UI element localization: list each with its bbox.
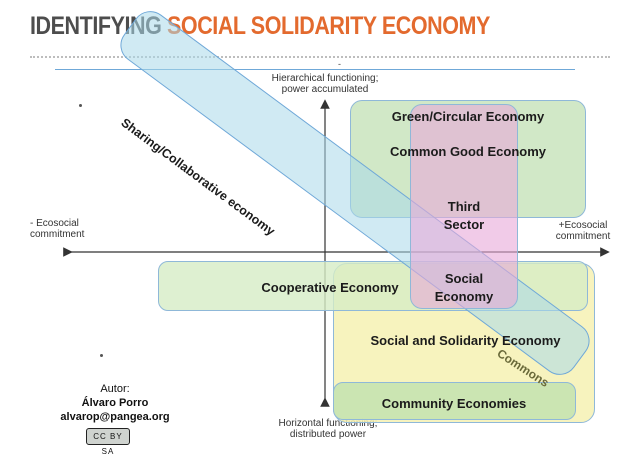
sse-label: Social and Solidarity Economy (370, 333, 561, 348)
social-line-1: Social (444, 271, 484, 286)
author-email: alvarop@pangea.org (60, 411, 170, 423)
third-sector-label: Third Sector (424, 198, 504, 234)
axis-right-line-2: commitment (555, 231, 611, 242)
title-part-2: SOCIAL SOLIDARITY ECONOMY (166, 12, 490, 40)
axis-left-label: - Ecosocial commitment (30, 218, 120, 240)
axis-left-line-1: - Ecosocial (30, 218, 79, 229)
axis-left-line-2: commitment (30, 229, 85, 240)
top-tick: - (338, 59, 341, 69)
axis-top-label: Hierarchical functioning; power accumula… (255, 73, 395, 95)
common-good-label: Common Good Economy (390, 144, 546, 159)
cooperative-label: Cooperative Economy (261, 280, 399, 295)
speck (100, 354, 103, 357)
social-line-2: Economy (434, 289, 494, 304)
third-sector-region (410, 104, 518, 309)
axis-right-line-1: +Ecosocial (558, 220, 608, 231)
community-region (333, 382, 576, 420)
page-title: IDENTIFYING SOCIAL SOLIDARITY ECONOMY (30, 12, 490, 41)
third-sector-line-2: Sector (443, 217, 485, 232)
author-name: Álvaro Porro (81, 397, 149, 409)
axis-bottom-line-1: Horizontal functioning; (278, 418, 378, 429)
social-economy-label: Social Economy (422, 270, 506, 306)
green-economy-label: Green/Circular Economy (391, 109, 545, 124)
axis-top-line-2: power accumulated (281, 84, 369, 95)
community-label: Community Economies (381, 396, 527, 411)
axis-top-line-1: Hierarchical functioning; (271, 73, 379, 84)
blue-rule (55, 69, 575, 70)
dotted-divider (30, 56, 610, 58)
third-sector-line-1: Third (447, 199, 481, 214)
license-badge: CC BY SA (86, 428, 130, 456)
author-label: Autor: (100, 383, 130, 395)
axis-right-label: +Ecosocial commitment (548, 220, 618, 242)
axis-bottom-label: Horizontal functioning; distributed powe… (258, 418, 398, 440)
speck (79, 104, 82, 107)
axis-bottom-line-2: distributed power (289, 429, 367, 440)
author-block: Autor: Álvaro Porro alvarop@pangea.org (60, 382, 170, 424)
